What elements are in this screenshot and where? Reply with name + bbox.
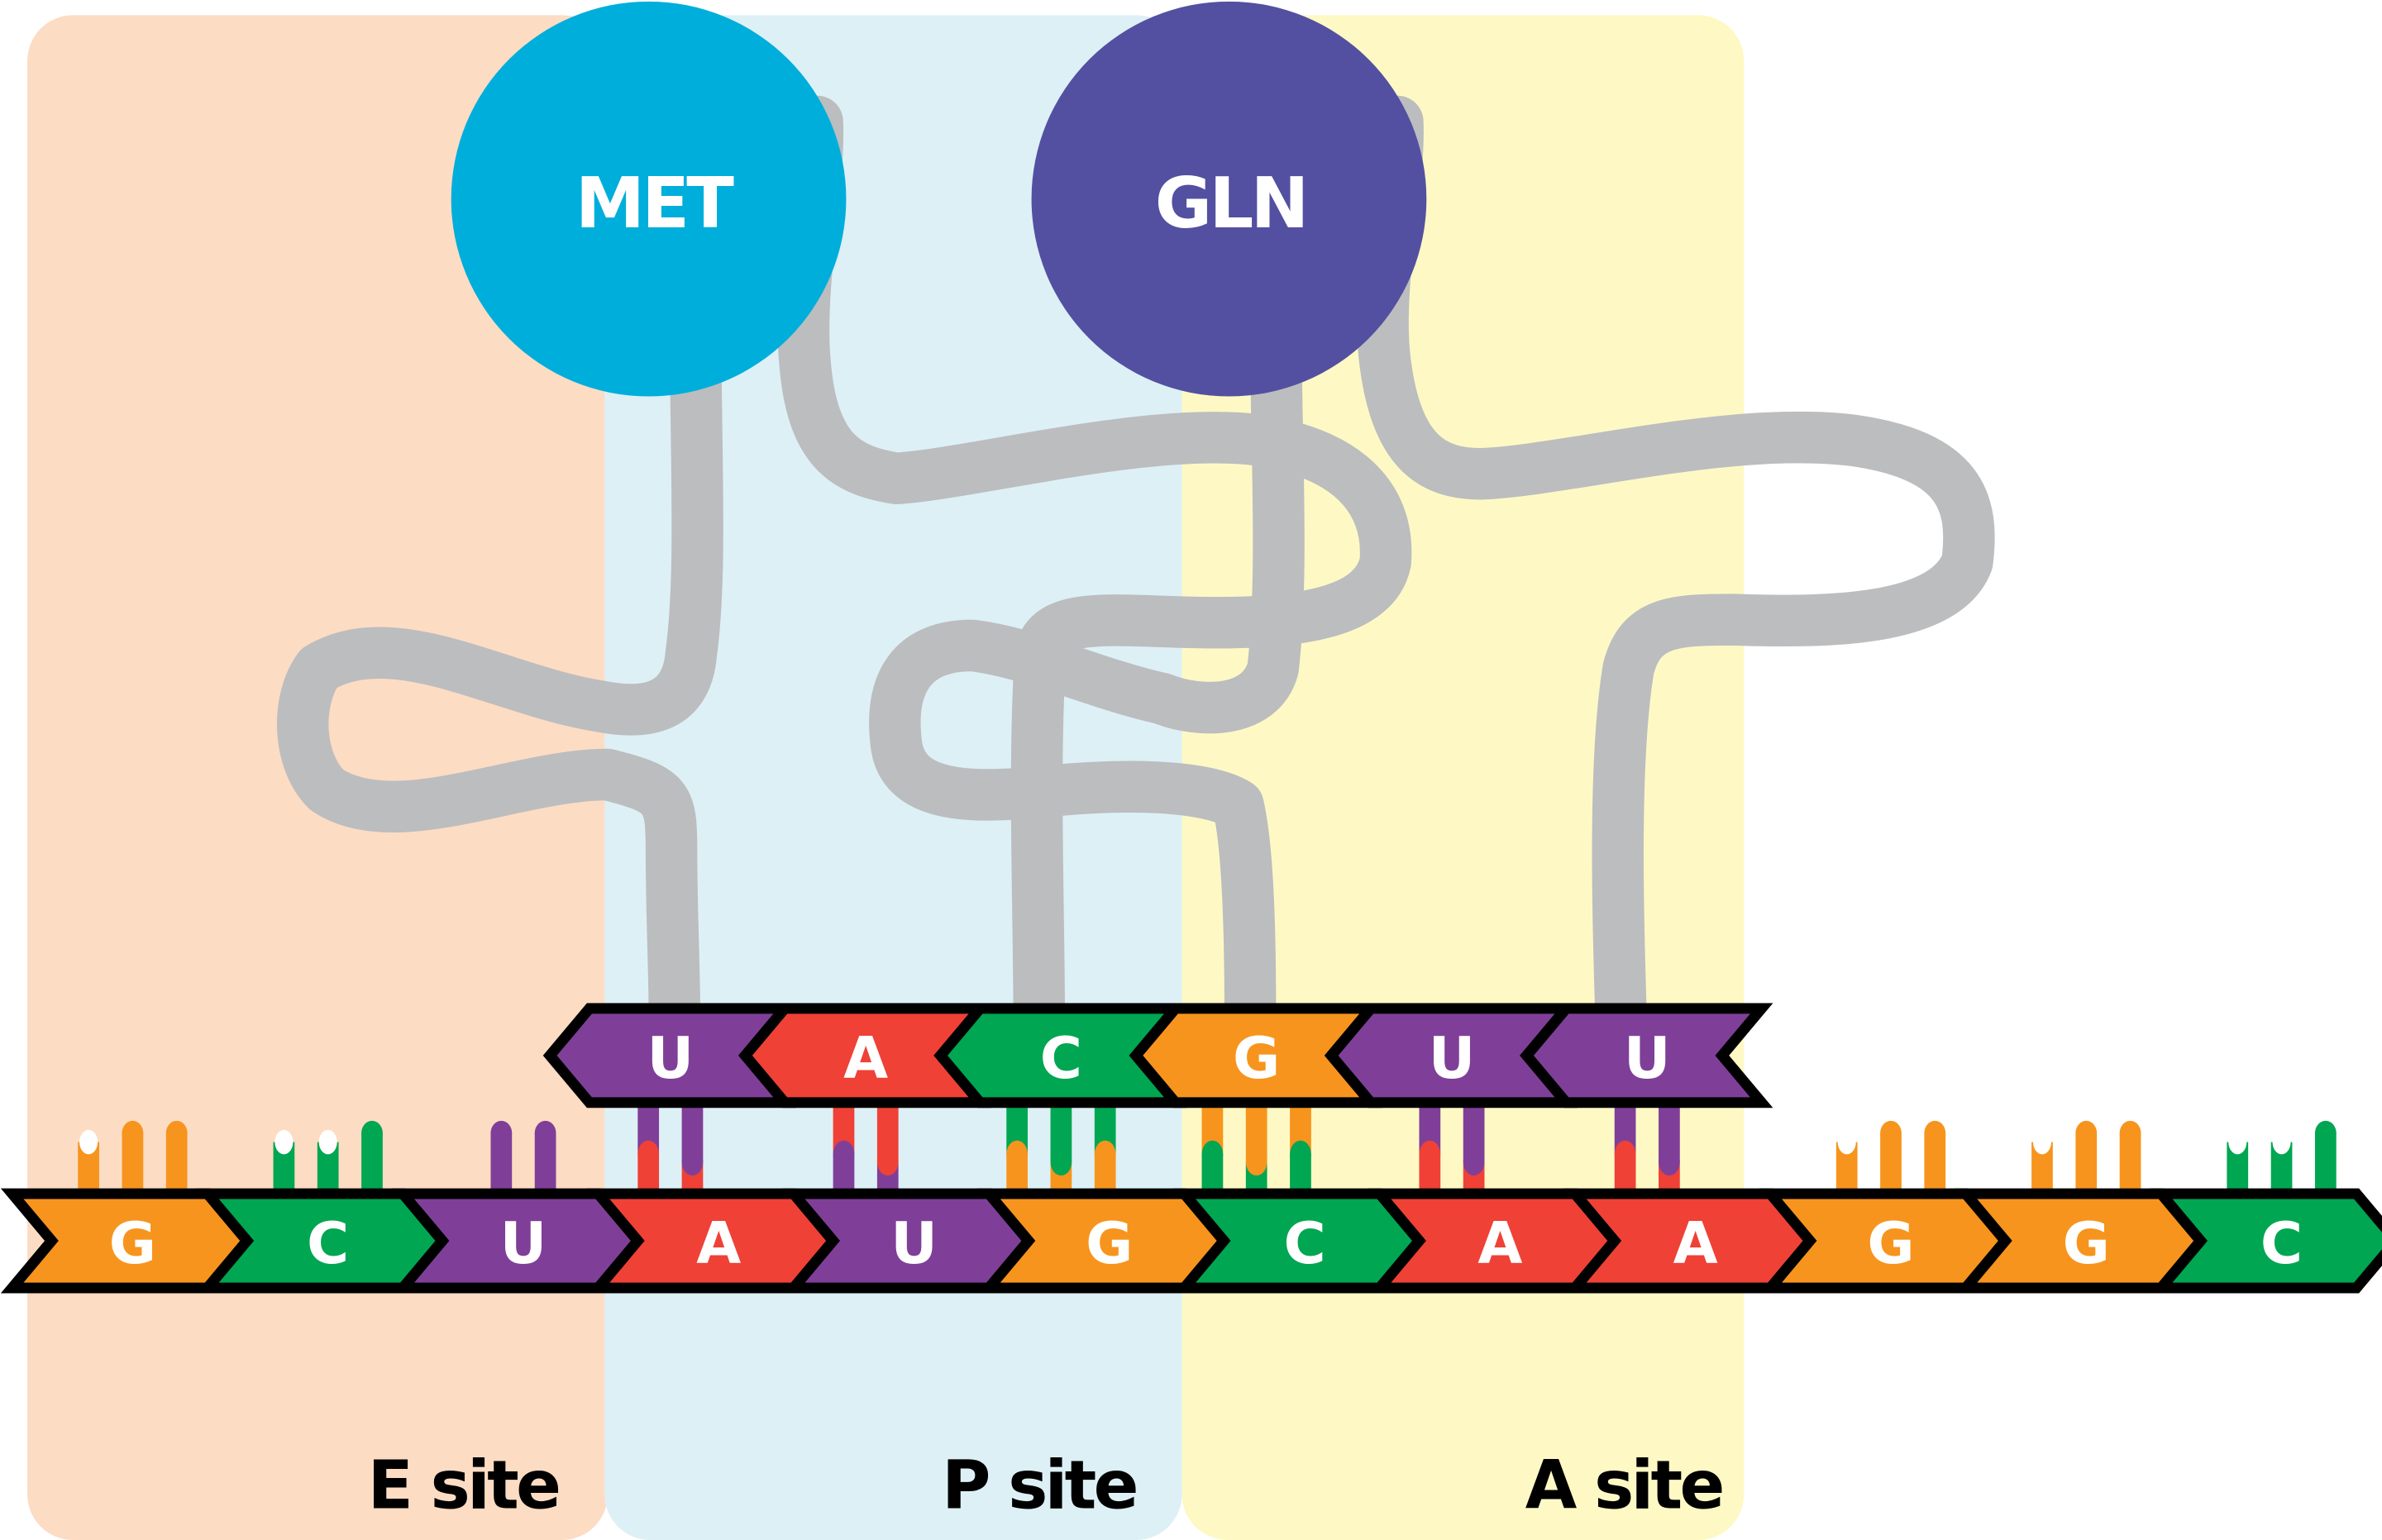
mrna-nucleotide: A xyxy=(1563,1188,1817,1294)
stub-notch xyxy=(2228,1129,2247,1155)
stub-cap xyxy=(2119,1120,2141,1146)
pair-joint xyxy=(1245,1147,1267,1176)
mrna-base-letter: A xyxy=(1673,1210,1718,1277)
base-pair-connectors xyxy=(637,1102,1680,1194)
stub-notch xyxy=(1837,1129,1856,1155)
stub-notch xyxy=(2032,1129,2052,1155)
base-pair xyxy=(1201,1102,1311,1194)
stub-cap xyxy=(2075,1120,2098,1146)
base-pair xyxy=(1006,1102,1116,1194)
mrna-nucleotide: G xyxy=(1954,1188,2208,1294)
stub-cap xyxy=(2314,1120,2337,1146)
mrna-base-letter: G xyxy=(1867,1210,1914,1277)
pair-joint xyxy=(833,1140,855,1168)
trna-nucleotide: U xyxy=(1520,1003,1773,1109)
base-pair xyxy=(1419,1102,1485,1194)
stub-cap xyxy=(165,1120,188,1146)
stub-notch xyxy=(2272,1129,2291,1155)
p-site-label: P site xyxy=(942,1447,1136,1524)
pair-joint xyxy=(1419,1140,1441,1168)
amino-acids: MET GLN xyxy=(451,1,1427,397)
pair-joint xyxy=(637,1140,660,1168)
mrna-base-letter: A xyxy=(696,1210,741,1277)
stub-cap xyxy=(1880,1120,1902,1146)
gln-label: GLN xyxy=(1155,163,1306,244)
trna-base-letter: U xyxy=(1429,1025,1476,1092)
stub-notch xyxy=(274,1129,294,1155)
amino-acid-gln: GLN xyxy=(1031,1,1427,397)
e-site-label: E site xyxy=(368,1447,559,1524)
base-pair xyxy=(637,1102,704,1194)
mrna-base-letter: U xyxy=(890,1210,938,1277)
site-labels: E site P site A site xyxy=(368,1447,1726,1524)
base-pair xyxy=(833,1102,899,1194)
pair-joint xyxy=(1094,1140,1116,1168)
mrna-nucleotide: C xyxy=(196,1188,450,1294)
pair-joint xyxy=(1201,1140,1224,1168)
mrna-nucleotide: G xyxy=(977,1188,1231,1294)
trna-base-letter: U xyxy=(647,1025,694,1092)
mrna-base-letter: C xyxy=(1284,1210,1326,1277)
pair-joint xyxy=(1614,1140,1636,1168)
pair-joint xyxy=(1290,1140,1311,1168)
mrna-nucleotide: G xyxy=(0,1188,255,1294)
mrna-stub-group xyxy=(490,1120,556,1194)
stub-cap xyxy=(1924,1120,1946,1146)
mrna-base-letter: U xyxy=(500,1210,547,1277)
gln-trna-backbone-loop xyxy=(1357,95,1995,1041)
stub-cap xyxy=(490,1120,513,1146)
mrna-nucleotide: A xyxy=(1368,1188,1622,1294)
met-trna-backbone xyxy=(277,323,723,1041)
pair-joint xyxy=(681,1147,704,1176)
pair-joint xyxy=(876,1147,899,1176)
mrna-nucleotide: G xyxy=(1759,1188,2012,1294)
met-circle xyxy=(451,1,847,397)
base-pair xyxy=(1614,1102,1680,1194)
mrna-stub-group xyxy=(2031,1120,2141,1194)
mrna-nucleotide: C xyxy=(1172,1188,1426,1294)
trna-base-letter: G xyxy=(1233,1025,1280,1092)
stub-cap xyxy=(361,1120,383,1146)
mrna-stub-group xyxy=(1835,1120,1946,1194)
mrna-stub-group xyxy=(78,1120,188,1194)
mrna-unpaired-stubs xyxy=(78,1120,2337,1194)
mrna-base-letter: G xyxy=(1086,1210,1133,1277)
gln-trna-backbone xyxy=(869,323,1305,1041)
mrna-chevron xyxy=(2150,1188,2382,1294)
stub-cap xyxy=(534,1120,556,1146)
mrna-stub-group xyxy=(273,1120,383,1194)
pair-joint xyxy=(1006,1140,1028,1168)
stub-notch xyxy=(318,1129,337,1155)
stub-cap xyxy=(122,1120,144,1146)
trna-backbones xyxy=(277,95,1995,1041)
met-label: MET xyxy=(575,163,734,244)
mrna-base-letter: C xyxy=(307,1210,349,1277)
mrna-nucleotide: U xyxy=(391,1188,645,1294)
gln-circle xyxy=(1031,1,1427,397)
trna-chevron xyxy=(1520,1003,1773,1109)
mrna-nucleotide: C xyxy=(2150,1188,2382,1294)
pair-joint xyxy=(1659,1147,1680,1176)
stub-notch xyxy=(79,1129,98,1155)
trna-base-letter: C xyxy=(1040,1025,1082,1092)
a-site-panel xyxy=(1181,15,1745,1540)
mrna-stub-group xyxy=(2227,1120,2337,1194)
mrna-base-letter: C xyxy=(2260,1210,2303,1277)
trna-base-letter: U xyxy=(1624,1025,1671,1092)
mrna-base-letter: A xyxy=(1477,1210,1522,1277)
mrna-base-letter: G xyxy=(109,1210,156,1277)
pair-joint xyxy=(1050,1147,1072,1176)
pair-joint xyxy=(1463,1147,1485,1176)
a-site-label: A site xyxy=(1525,1447,1722,1524)
mrna-nucleotide: U xyxy=(782,1188,1036,1294)
mrna-nucleotide: A xyxy=(586,1188,841,1294)
trna-base-letter: A xyxy=(843,1025,888,1092)
mrna-base-letter: G xyxy=(2063,1210,2110,1277)
amino-acid-met: MET xyxy=(451,1,847,397)
